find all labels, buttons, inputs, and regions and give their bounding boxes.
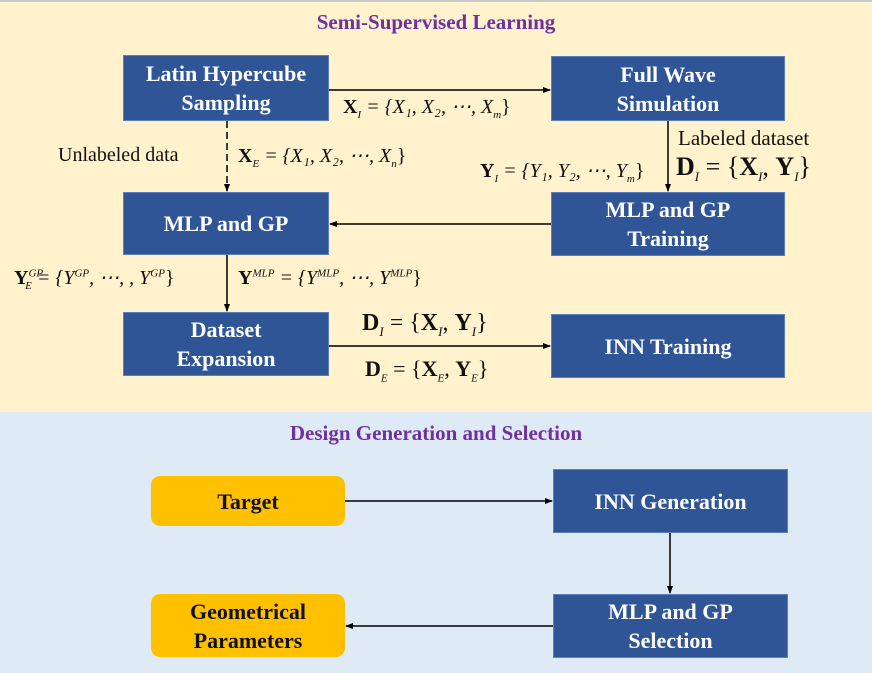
formula-d-i-labeled: DI = {XI, YI} (676, 152, 812, 185)
node-target: Target (151, 476, 345, 526)
node-label: Full Wave (620, 61, 716, 87)
node-label: MLP and GP (608, 599, 733, 624)
node-dataset-expansion: Dataset Expansion (123, 312, 329, 376)
node-label: Sampling (181, 90, 271, 115)
node-inn-training: INN Training (551, 314, 785, 378)
node-mlp-gp-training: MLP and GP Training (551, 192, 785, 256)
node-full-wave-simulation: Full Wave Simulation (551, 56, 785, 121)
node-label: Selection (628, 628, 713, 653)
section-title-design-generation: Design Generation and Selection (289, 421, 583, 445)
node-label: Simulation (616, 90, 720, 116)
node-label: MLP and GP (163, 211, 289, 236)
node-label: INN Generation (594, 488, 747, 514)
formula-d-e-expansion: DE = {XE, YE} (365, 356, 489, 385)
section-title-semi-supervised: Semi-Supervised Learning (316, 10, 556, 34)
node-geometrical-parameters: Geometrical Parameters (151, 594, 345, 657)
node-latin-hypercube-sampling: Latin Hypercube Sampling (123, 55, 329, 121)
node-label: Training (627, 226, 709, 251)
node-label: Parameters (193, 627, 303, 653)
node-mlp-and-gp: MLP and GP (123, 192, 329, 255)
node-label: Dataset (190, 317, 262, 342)
node-label: Expansion (176, 346, 276, 371)
node-label: Geometrical (189, 598, 307, 624)
node-label: INN Training (604, 333, 732, 359)
node-label: MLP and GP (605, 197, 731, 222)
node-inn-generation: INN Generation (553, 469, 788, 533)
formula-x-i: XI = {X₁, X₂, ⋯, Xm} (343, 96, 511, 121)
label-unlabeled-data: Unlabeled data (58, 144, 179, 166)
formula-y-i: YI = {Y₁, Y₂, ⋯, Ym} (480, 160, 645, 185)
node-label: Latin Hypercube (145, 61, 307, 86)
formula-y-e-gp: YGPE = {YGP, ⋯, , YGP} (14, 267, 175, 292)
label-labeled-dataset: Labeled dataset (678, 126, 810, 150)
formula-d-i-expansion: DI = {XI, YI} (362, 310, 488, 339)
formula-x-e: XE = {X₁, X₂, ⋯, Xn} (238, 145, 407, 170)
formula-y-e-mlp: YMLP = {YMLP, ⋯, YMLP} (238, 267, 422, 289)
node-label: Target (217, 488, 279, 514)
node-mlp-gp-selection: MLP and GP Selection (553, 594, 788, 658)
